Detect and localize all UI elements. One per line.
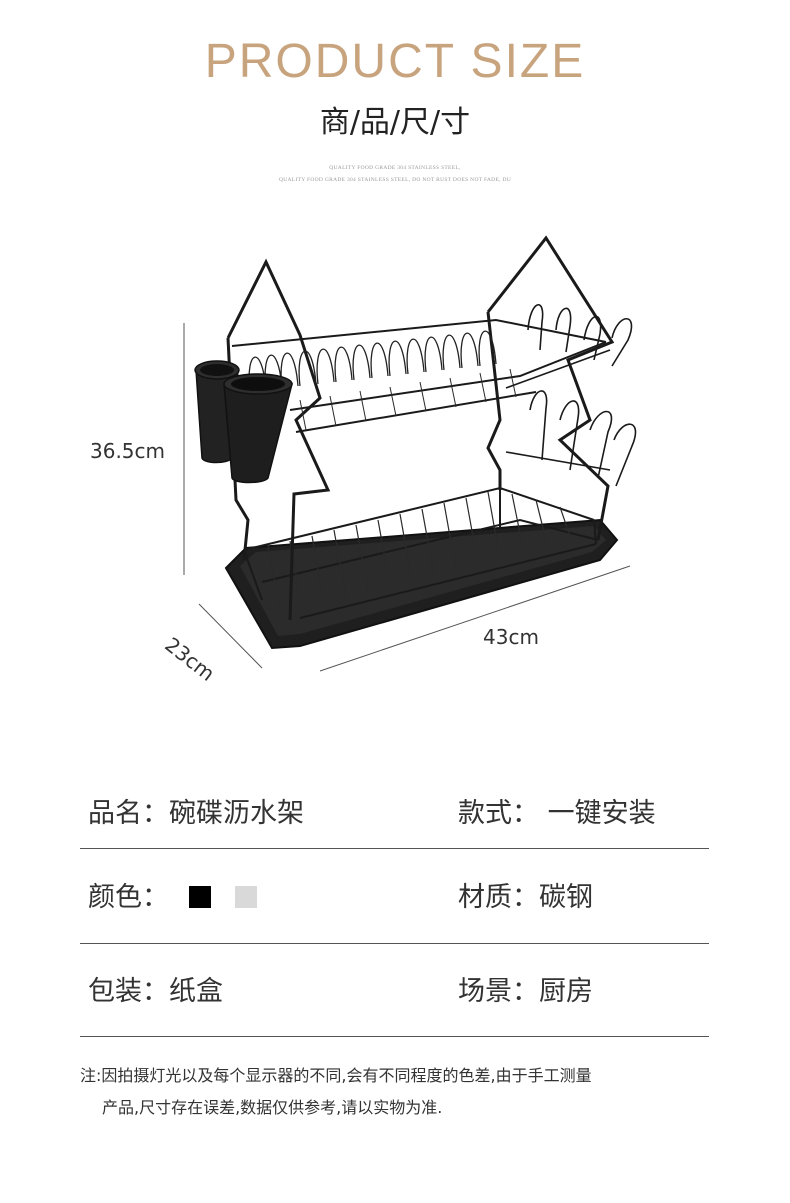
- width-label: 43cm: [483, 625, 539, 649]
- color-swatch-grey: [235, 886, 257, 908]
- cutlery-cup-right: [223, 373, 293, 484]
- spec-packaging: 包装：纸盒: [88, 976, 223, 1007]
- drip-tray: [224, 518, 619, 650]
- dish-rack-image: [183, 235, 637, 672]
- height-label: 36.5cm: [90, 439, 166, 463]
- spec-color: 颜色：: [88, 884, 257, 911]
- spec-style: 款式： 一键安装: [458, 798, 656, 829]
- top-rack: [231, 318, 607, 433]
- bottom-rack: [243, 486, 599, 619]
- color-swatch-black: [189, 886, 211, 908]
- note-line-1: 注:因拍摄灯光以及每个显示器的不同,会有不同程度的色差,由于手工测量: [80, 1066, 592, 1085]
- disclaimer-note: 注:因拍摄灯光以及每个显示器的不同,会有不同程度的色差,由于手工测量 产品,尺寸…: [80, 1060, 720, 1124]
- fine-print-1: QUALITY FOOD GRADE 304 STAINLESS STEEL,: [329, 165, 461, 171]
- spec-scene: 场景：厨房: [458, 976, 593, 1007]
- spec-row: 品名：碗碟沥水架 款式： 一键安装: [80, 770, 709, 849]
- spec-name: 品名：碗碟沥水架: [88, 798, 304, 829]
- note-line-2: 产品,尺寸存在误差,数据仅供参考,请以实物为准.: [102, 1098, 443, 1117]
- spec-row: 包装：纸盒 场景：厨房: [80, 944, 709, 1037]
- page-title: PRODUCT SIZE: [204, 35, 586, 88]
- plate-loops: [248, 330, 497, 393]
- top-rack-floor-wires: [299, 368, 517, 431]
- spec-row: 颜色： 材质：碳钢: [80, 849, 709, 944]
- right-frame: [486, 235, 615, 541]
- fine-print-2: QUALITY FOOD GRADE 304 STAINLESS STEEL, …: [278, 177, 511, 183]
- depth-dimension-line: [198, 603, 263, 669]
- side-holder: [505, 303, 637, 487]
- page-subtitle: 商/品/尺/寸: [319, 105, 471, 140]
- spec-material: 材质：碳钢: [458, 882, 593, 913]
- width-dimension-line: [319, 565, 631, 672]
- spec-table: 品名：碗碟沥水架 款式： 一键安装 颜色： 材质：碳钢 包装：纸盒 场景：厨房: [80, 770, 709, 1037]
- spec-color-label: 颜色：: [88, 882, 169, 913]
